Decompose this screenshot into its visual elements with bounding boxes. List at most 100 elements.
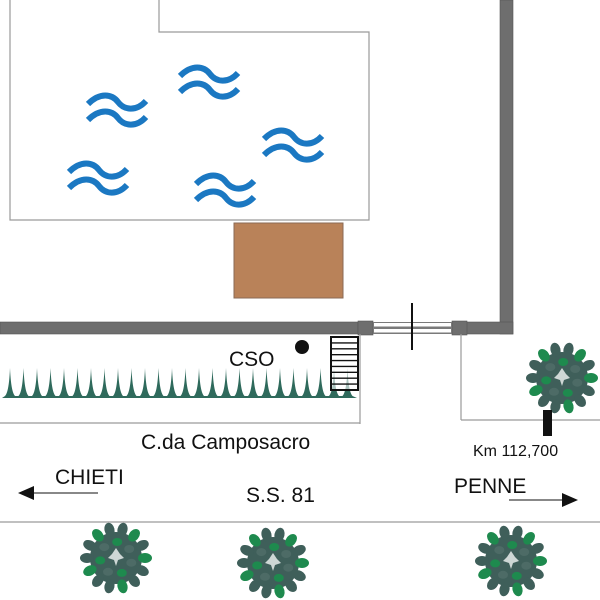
tree-leaf [117, 579, 128, 594]
tree-leaf [562, 388, 573, 397]
wave-line [66, 160, 130, 180]
tree-leaf [240, 544, 254, 556]
tree-leaf [475, 556, 489, 566]
tree-center [503, 551, 519, 569]
tree-leaf [549, 387, 559, 396]
tree-leaf [523, 577, 535, 590]
tree-leaf [581, 385, 595, 397]
tree-leaf [112, 538, 123, 546]
tree-leaf [135, 539, 149, 551]
tree-leaf [478, 542, 492, 554]
tree-leaf [104, 579, 115, 594]
wave-icon [193, 172, 257, 208]
perimeter-wall [0, 0, 514, 335]
tree-leaf [550, 399, 561, 414]
wave-line [85, 92, 149, 112]
tree-leaf [83, 565, 97, 577]
tree-leaf [128, 529, 140, 542]
tree-leaf [240, 570, 254, 582]
tree-leaf [581, 359, 595, 371]
tree-leaf [530, 568, 544, 580]
tree-leaf [117, 522, 128, 537]
tree-center [265, 553, 281, 571]
tree-leaf [249, 534, 261, 547]
tree-leaf [281, 550, 292, 558]
tree-leaf [274, 584, 285, 599]
stair-rungs [331, 342, 358, 385]
tree-leaf [295, 558, 309, 568]
tree-icon [526, 342, 598, 414]
hedge [2, 368, 357, 398]
tree-leaf [104, 522, 115, 537]
direction-penne: PENNE [454, 475, 578, 507]
tree-leaf [99, 543, 110, 552]
tree-leaf [116, 568, 127, 577]
tree-leaf [478, 568, 492, 580]
tree-leaf [237, 558, 251, 568]
tree-leaf [95, 556, 106, 565]
wave-icon [261, 127, 325, 163]
direction-right-label: PENNE [454, 475, 526, 498]
tree-leaf [138, 553, 152, 563]
wall-bottom-right [465, 321, 514, 335]
tree-leaf [274, 527, 285, 542]
tree-leaf [92, 574, 104, 587]
tree-icon [475, 525, 547, 597]
wave-line [261, 127, 325, 147]
tree-leaf [507, 541, 518, 549]
tree-leaf [529, 359, 543, 371]
tree-leaf [261, 584, 272, 599]
basin-outline [9, 0, 370, 221]
tree-leaf [523, 532, 535, 545]
tree-leaf [538, 349, 550, 362]
entrance-gate [357, 303, 468, 350]
tree-leaf [103, 567, 113, 576]
tree-leaf [545, 363, 556, 372]
tree-leaf [572, 378, 583, 387]
tree-leaf [260, 572, 270, 581]
stairs [330, 336, 359, 391]
tree-leaf [538, 394, 550, 407]
tree-leaf [292, 544, 306, 556]
tree-leaf [249, 579, 261, 592]
arrow-right-icon [562, 493, 578, 507]
street-label: C.da Camposacro [141, 431, 310, 454]
tree-leaf [283, 563, 294, 572]
tree-leaf [285, 534, 297, 547]
tree-icon [80, 522, 152, 594]
tree-leaf [273, 573, 284, 582]
tree-leaf [92, 529, 104, 542]
tree-center [108, 548, 124, 566]
tree-leaf [80, 553, 94, 563]
gate-post-left [357, 320, 374, 336]
tree-leaf [499, 525, 510, 540]
tree-leaf [83, 539, 97, 551]
tree-leaf [252, 561, 263, 570]
water-basin [9, 0, 370, 221]
tree-leaf [584, 373, 598, 383]
arrow-left-icon [18, 486, 34, 500]
tree-leaf [285, 579, 297, 592]
wave-line [261, 143, 325, 163]
tree-leaf [511, 571, 522, 580]
tree-leaf [128, 574, 140, 587]
wall-bottom-left [0, 321, 359, 335]
tree-leaf [574, 394, 586, 407]
hedge-spikes [2, 368, 357, 398]
tree-leaf [124, 545, 135, 553]
direction-chieti: CHIETI [18, 466, 124, 500]
tree-leaf [261, 527, 272, 542]
tree-leaf [558, 358, 569, 366]
tree-leaf [487, 532, 499, 545]
tree-leaf [499, 582, 510, 597]
tree-leaf [533, 556, 547, 566]
tree-leaf [541, 376, 552, 385]
wave-line [193, 188, 257, 208]
tree-leaf [519, 548, 530, 556]
tree-leaf [498, 570, 508, 579]
tree-leaf [570, 365, 581, 373]
tree-leaf [512, 525, 523, 540]
tree-leaf [494, 546, 505, 555]
wave-line [193, 172, 257, 192]
tree-leaf [550, 342, 561, 357]
